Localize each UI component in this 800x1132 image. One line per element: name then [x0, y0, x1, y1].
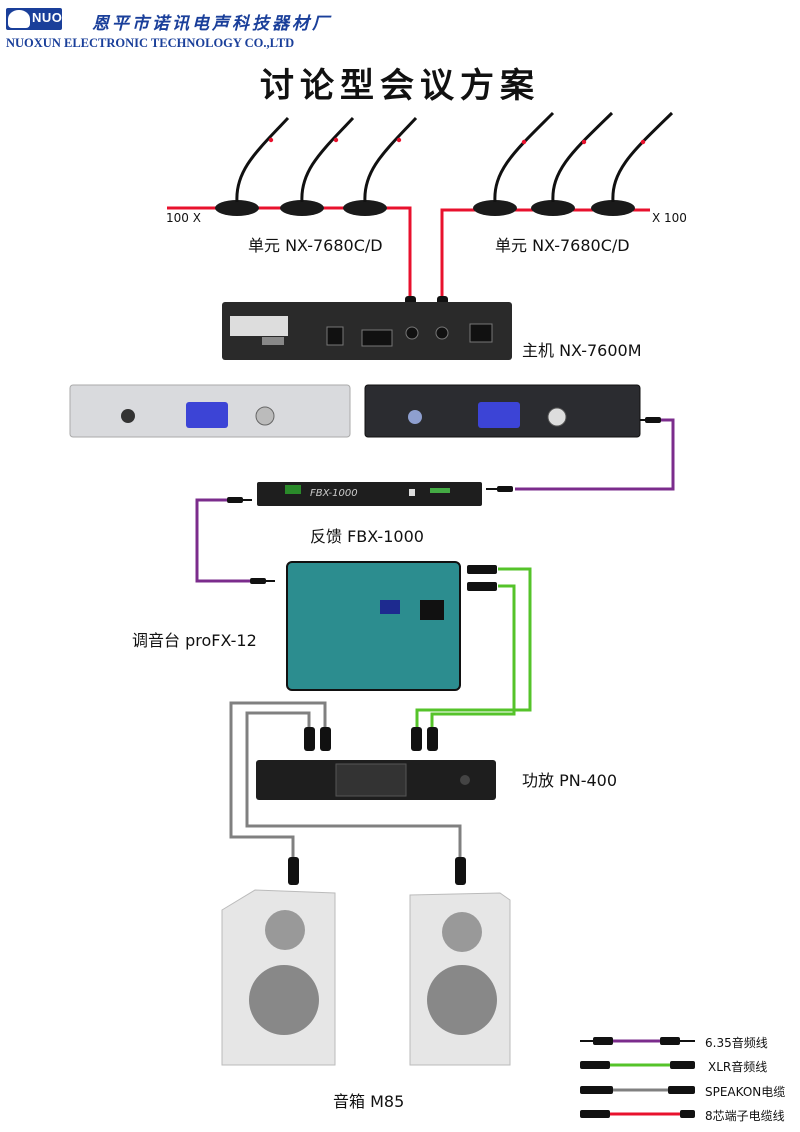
controller-black: [364, 384, 641, 438]
mixer-unit: [286, 561, 461, 691]
cable-8pin-right: [440, 208, 650, 300]
cable-635-feedback-to-mixer: [195, 498, 250, 583]
company-name-cn: 恩平市诺讯电声科技器材厂: [92, 14, 332, 34]
amplifier-unit: [256, 760, 496, 800]
legend-label-635: 6.35音频线: [705, 1036, 768, 1050]
microphone-unit: [343, 116, 418, 216]
microphones: [215, 111, 674, 216]
cable-xlr-1: [415, 567, 532, 728]
company-name-en: NUOXUN ELECTRONIC TECHNOLOGY CO.,LTD: [6, 36, 295, 50]
speakers-label: 音箱 M85: [333, 1092, 405, 1111]
legend-label-speakon: SPEAKON电缆: [705, 1085, 786, 1099]
legend-swatch-xlr: [580, 1061, 695, 1069]
microphone-unit: [280, 116, 355, 216]
legend-label-xlr: XLR音频线: [708, 1060, 768, 1074]
page-title: 讨论型会议方案: [260, 66, 540, 106]
feedback-unit: [257, 482, 482, 506]
legend-swatch-speakon: [580, 1086, 695, 1094]
host-label: 主机 NX-7600M: [522, 341, 642, 360]
logo-mark-icon: [8, 10, 30, 28]
speaker-left: [221, 889, 336, 1066]
cable-xlr-2: [430, 584, 516, 728]
microphone-unit: [473, 111, 555, 216]
legend-swatch-8pin: [580, 1110, 695, 1118]
amplifier-label: 功放 PN-400: [522, 771, 618, 790]
left-unit-label: 单元 NX-7680C/D: [248, 236, 383, 255]
right-unit-count: X 100: [652, 211, 687, 225]
legend-swatch-635: [580, 1037, 695, 1045]
connectors: [227, 296, 661, 885]
logo-text: NUOXUN: [32, 10, 92, 25]
host-unit-rear: [222, 302, 512, 360]
microphone-unit: [531, 111, 614, 216]
mixer-label: 调音台 proFX-12: [132, 631, 257, 650]
feedback-panel-label: FBX-1000: [310, 488, 358, 499]
cable-635-host-to-feedback: [515, 418, 675, 491]
cable-speakon-2: [245, 711, 462, 858]
controller-silver: [69, 384, 351, 438]
microphone-unit: [591, 111, 674, 216]
cable-speakon-1: [229, 701, 327, 858]
microphone-unit: [215, 116, 290, 216]
feedback-label: 反馈 FBX-1000: [310, 527, 424, 546]
legend-label-8pin: 8芯端子电缆线: [705, 1109, 785, 1123]
speaker-right: [409, 892, 511, 1066]
left-unit-count: 100 X: [166, 211, 201, 225]
right-unit-label: 单元 NX-7680C/D: [495, 236, 630, 255]
